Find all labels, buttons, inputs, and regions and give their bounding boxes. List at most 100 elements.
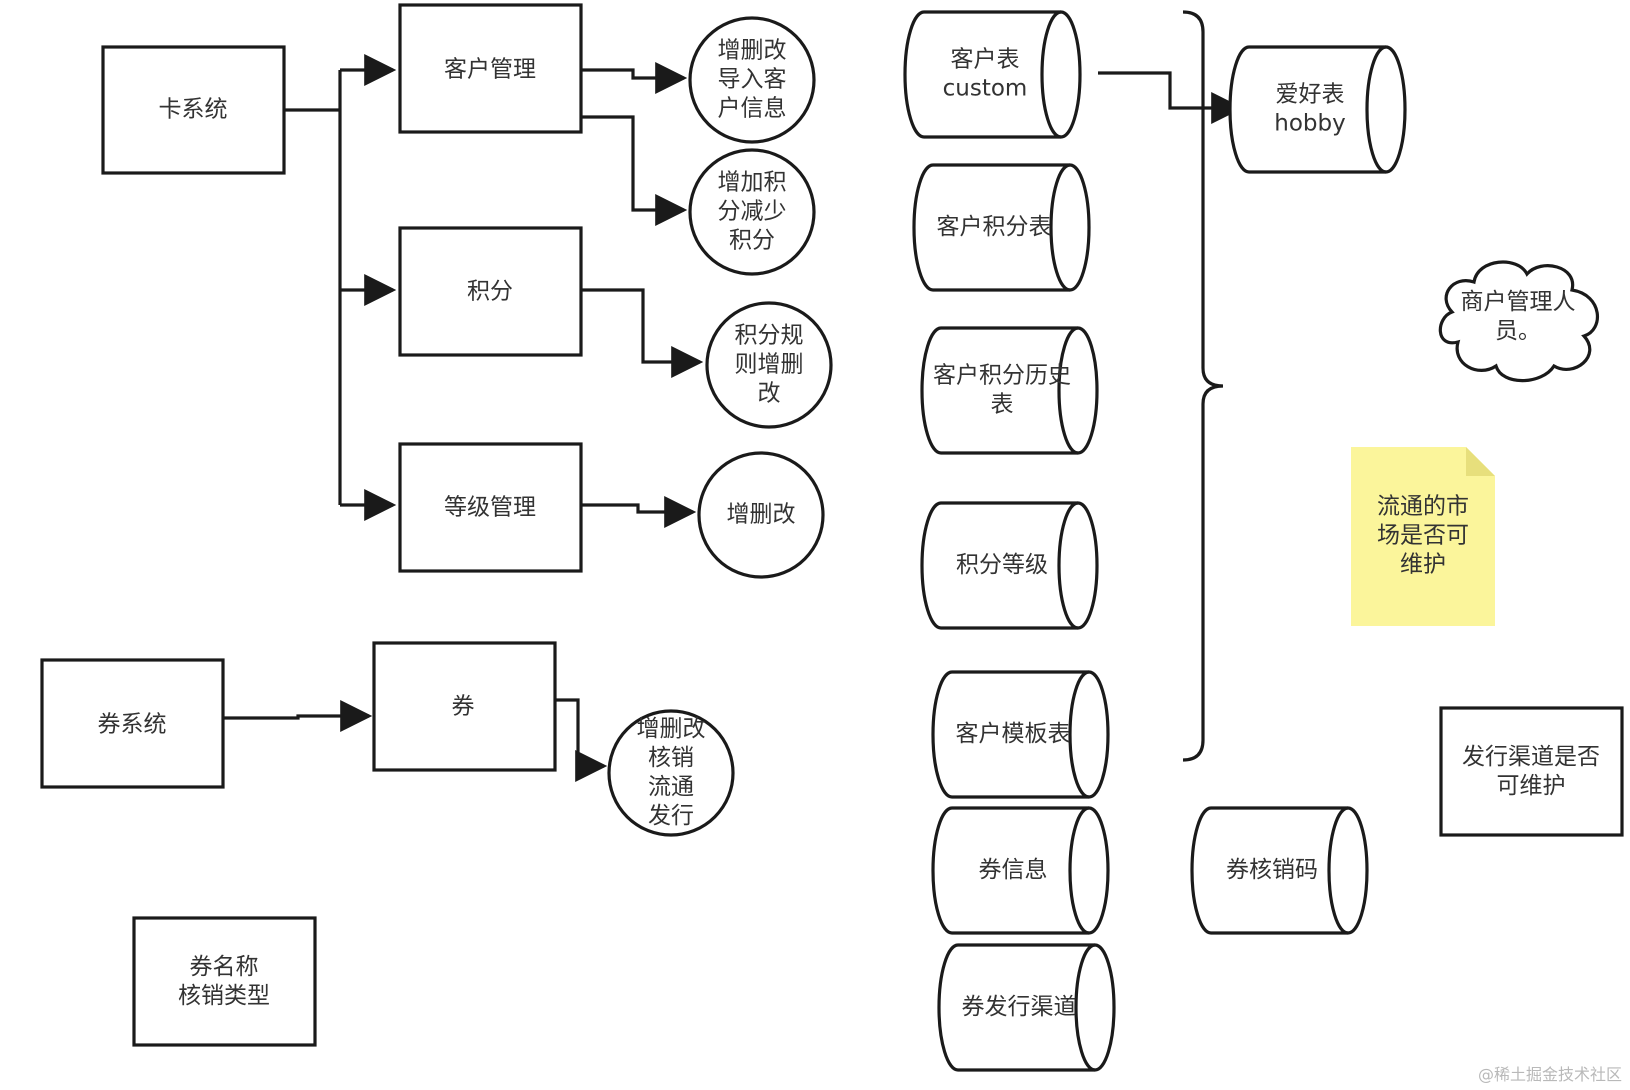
- points-history-table-label: 客户积分历史表: [933, 363, 1071, 418]
- coupon-info-table-label: 券信息: [979, 857, 1048, 883]
- hobby-table[interactable]: 爱好表 hobby: [1228, 45, 1407, 174]
- cylinder-cap: [1068, 670, 1090, 799]
- add-reduce-points-circle[interactable]: 增加积分减少积分: [688, 148, 816, 276]
- coupon-info-table[interactable]: 券信息: [931, 806, 1110, 935]
- cylinder-cap: [1049, 163, 1071, 292]
- text-line: 流通的市: [1377, 494, 1469, 520]
- text-line: 券名称: [190, 954, 259, 980]
- coupon-system-label: 券系统: [98, 712, 167, 738]
- points-box[interactable]: 积分: [398, 226, 583, 357]
- cylinder-cap: [1040, 10, 1062, 139]
- add-reduce-points-label: 增加积分减少积分: [718, 170, 787, 254]
- coupon-system-box[interactable]: 券系统: [40, 658, 225, 789]
- text-line: 商户管理人: [1461, 289, 1576, 315]
- coupon-code-table[interactable]: 券核销码: [1190, 806, 1369, 935]
- text-line: 客户表: [951, 47, 1020, 73]
- coupon-name-box[interactable]: 券名称核销类型: [132, 916, 317, 1047]
- text-line: 可维护: [1497, 773, 1566, 799]
- import-customer-circle[interactable]: 增删改导入客户信息: [688, 16, 816, 144]
- customer-table-label: 客户表 custom: [943, 47, 1028, 102]
- coupon-box[interactable]: 券: [372, 641, 557, 772]
- cylinder-cap: [1074, 943, 1096, 1072]
- text-line: custom: [943, 76, 1028, 102]
- sticky-note-fold: [1466, 447, 1495, 476]
- watermark: @稀土掘金技术社区: [1478, 1065, 1622, 1084]
- issue-channel-label: 发行渠道是否可维护: [1462, 744, 1600, 799]
- text-line: 客户模板表: [956, 721, 1071, 747]
- coupon-channel-table[interactable]: 券发行渠道: [937, 943, 1116, 1072]
- text-line: 爱好表: [1276, 82, 1345, 108]
- text-line: 券信息: [979, 857, 1048, 883]
- cylinder-cap: [1057, 501, 1079, 630]
- sticky-note[interactable]: 流通的市场是否可维护: [1351, 447, 1495, 626]
- cylinder-body: [903, 10, 1082, 139]
- coupon-ops-label: 增删改核销流通发行: [637, 716, 706, 829]
- coupon-code-table-label: 券核销码: [1226, 857, 1318, 883]
- text-line: 员。: [1495, 318, 1541, 344]
- text-line: 场是否可: [1377, 523, 1469, 549]
- text-line: 客户积分历史: [933, 363, 1071, 389]
- points-history-table[interactable]: 客户积分历史表: [920, 326, 1099, 455]
- text-line: hobby: [1274, 111, 1345, 137]
- text-line: 券核销码: [1226, 857, 1318, 883]
- cylinder-body: [920, 326, 1099, 455]
- text-line: 则增删: [735, 352, 804, 378]
- arrow-customer-to-points-ops: [580, 115, 688, 226]
- sticky-note-body: [1351, 447, 1495, 626]
- text-line: 积分: [729, 228, 775, 254]
- level-mgmt-box[interactable]: 等级管理: [398, 442, 583, 573]
- cylinder-cap: [1327, 806, 1349, 935]
- text-line: 增删改: [637, 716, 706, 742]
- curly-brace: [1182, 10, 1224, 762]
- text-line: 改: [758, 381, 781, 407]
- text-line: 增删改: [727, 502, 796, 528]
- customer-mgmt-box[interactable]: 客户管理: [398, 3, 583, 134]
- level-crud-label: 增删改: [727, 502, 796, 528]
- points-rule-circle[interactable]: 积分规则增删改: [705, 301, 833, 429]
- level-crud-circle[interactable]: 增删改: [697, 451, 825, 579]
- text-line: 客户积分表: [937, 214, 1052, 240]
- text-line: 核销类型: [178, 983, 270, 1009]
- text-line: 增删改: [718, 38, 787, 64]
- text-line: 户信息: [718, 96, 787, 122]
- customer-points-table-label: 客户积分表: [937, 214, 1052, 240]
- customer-points-table[interactable]: 客户积分表: [912, 163, 1091, 292]
- coupon-channel-table-label: 券发行渠道: [962, 994, 1077, 1020]
- text-line: 积分规: [735, 323, 804, 349]
- arrow-points-to-rule: [580, 288, 704, 378]
- text-line: 表: [991, 392, 1014, 418]
- merchant-admin-label: 商户管理人员。: [1461, 289, 1576, 344]
- sticky-note-text: 流通的市场是否可维护: [1377, 494, 1469, 578]
- points-rule-label: 积分规则增删改: [735, 323, 804, 407]
- text-line: 核销: [648, 745, 694, 771]
- arrow-customer-table-to-hobby: [1098, 71, 1244, 124]
- coupon-ops-circle[interactable]: 增删改核销流通发行: [607, 709, 735, 837]
- arrow-coupon-to-ops: [553, 698, 608, 782]
- card-system-box[interactable]: 卡系统: [101, 45, 286, 175]
- coupon-name-label: 券名称核销类型: [178, 954, 270, 1009]
- text-line: 维护: [1400, 552, 1446, 578]
- customer-mgmt-label: 客户管理: [444, 57, 536, 83]
- text-line: 增加积: [718, 170, 787, 196]
- cylinder-cap: [1068, 806, 1090, 935]
- customer-table[interactable]: 客户表 custom: [903, 10, 1082, 139]
- points-label: 积分: [467, 279, 513, 305]
- merchant-admin-cloud[interactable]: 商户管理人员。: [1438, 260, 1599, 383]
- customer-template-table[interactable]: 客户模板表: [931, 670, 1110, 799]
- text-line: 导入客: [718, 67, 787, 93]
- text-line: 券发行渠道: [962, 994, 1077, 1020]
- issue-channel-box[interactable]: 发行渠道是否可维护: [1439, 706, 1624, 837]
- coupon-label: 券: [452, 694, 475, 720]
- hobby-table-label: 爱好表 hobby: [1274, 82, 1345, 137]
- arrow-customer-to-import: [580, 62, 688, 94]
- text-line: 流通: [648, 774, 694, 800]
- cylinder-body: [1228, 45, 1407, 174]
- points-level-table[interactable]: 积分等级: [920, 501, 1099, 630]
- cylinder-cap: [1365, 45, 1387, 174]
- cylinder-cap: [1057, 326, 1079, 455]
- connectors: [224, 10, 1244, 782]
- text-line: 发行渠道是否: [1462, 744, 1600, 770]
- arrow-coupon-system-to-coupon: [224, 700, 373, 732]
